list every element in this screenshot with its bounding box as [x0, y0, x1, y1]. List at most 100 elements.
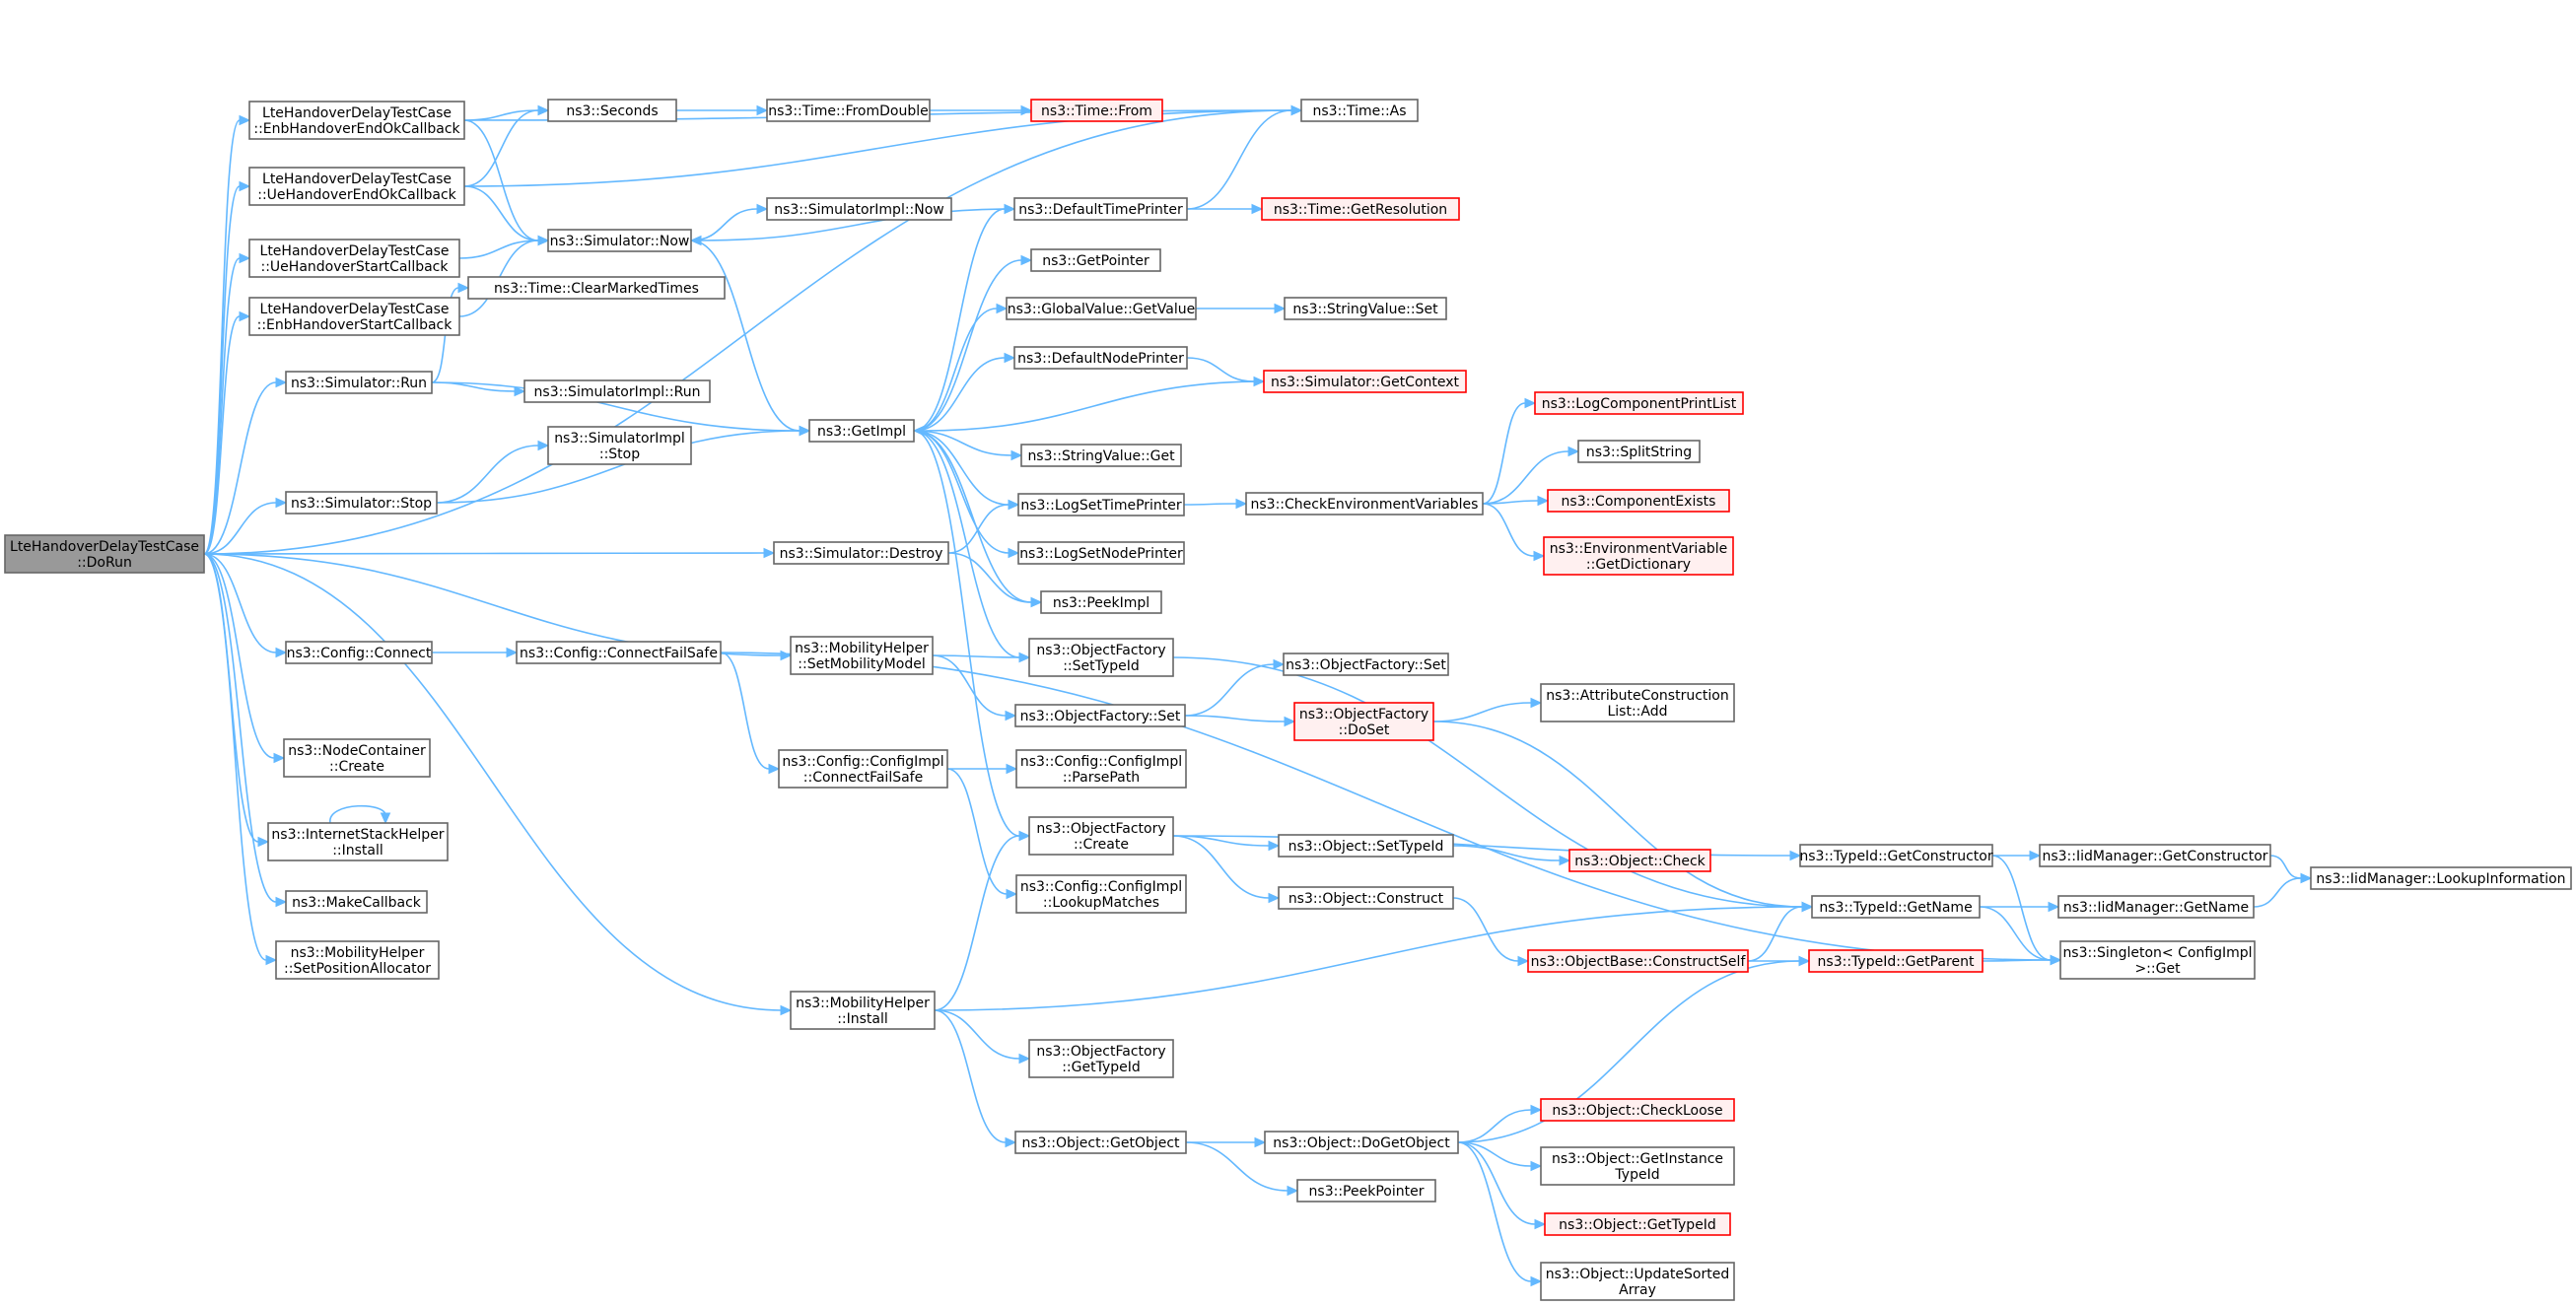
node-logCompPL[interactable]: ns3::LogComponentPrintList: [1534, 391, 1744, 415]
edge-cfgImplConnFS-to-lookupMatches: [946, 768, 1018, 900]
node-peekImpl[interactable]: ns3::PeekImpl: [1040, 590, 1162, 614]
node-splitString[interactable]: ns3::SplitString: [1577, 440, 1701, 463]
node-clearMarked[interactable]: ns3::Time::ClearMarkedTimes: [467, 276, 726, 300]
node-ishInstall[interactable]: ns3::InternetStackHelper::Install: [267, 822, 449, 861]
node-iidGetName[interactable]: ns3::IidManager::GetName: [2057, 895, 2255, 919]
node-mhSetPos[interactable]: ns3::MobilityHelper::SetPositionAllocato…: [275, 940, 440, 980]
node-objGetTypeId[interactable]: ns3::Object::GetTypeId: [1544, 1212, 1731, 1236]
node-svSet[interactable]: ns3::StringValue::Set: [1284, 297, 1447, 320]
node-cfgImplConnFS[interactable]: ns3::Config::ConfigImpl::ConnectFailSafe: [778, 749, 948, 789]
node-parsePath[interactable]: ns3::Config::ConfigImpl::ParsePath: [1015, 749, 1187, 789]
node-label: LteHandoverDelayTestCase: [260, 302, 450, 317]
node-dorun[interactable]: LteHandoverDelayTestCase::DoRun: [4, 534, 205, 574]
node-simImplRun[interactable]: ns3::SimulatorImpl::Run: [523, 379, 711, 403]
node-label: ns3::PeekPointer: [1309, 1184, 1425, 1200]
node-getImpl[interactable]: ns3::GetImpl: [808, 419, 915, 443]
edge-dorun-to-ishInstall: [203, 553, 270, 848]
node-envVarGetDict[interactable]: ns3::EnvironmentVariable::GetDictionary: [1543, 536, 1734, 576]
edge-ofSet-to-ofDoSet: [1184, 715, 1296, 727]
edge-line: [436, 445, 539, 504]
node-label: ns3::Simulator::Destroy: [780, 546, 943, 562]
node-iidLookupInfo[interactable]: ns3::IidManager::LookupInformation: [2310, 866, 2572, 890]
node-objGetObject[interactable]: ns3::Object::GetObject: [1014, 1131, 1187, 1154]
node-objCheckLoose[interactable]: ns3::Object::CheckLoose: [1540, 1098, 1735, 1122]
arrowhead: [756, 203, 769, 215]
node-ofGetTypeId[interactable]: ns3::ObjectFactory::GetTypeId: [1028, 1039, 1174, 1078]
node-ofCreate[interactable]: ns3::ObjectFactory::Create: [1028, 816, 1174, 856]
edge-line: [1982, 959, 2052, 962]
edge-line: [913, 430, 1010, 554]
edge-line: [1457, 1141, 1532, 1167]
node-mhSetMob[interactable]: ns3::MobilityHelper::SetMobilityModel: [790, 636, 934, 675]
node-objConstruct[interactable]: ns3::Object::Construct: [1278, 886, 1454, 910]
node-cfgConnFS[interactable]: ns3::Config::ConnectFailSafe: [516, 641, 722, 664]
node-ueStart[interactable]: LteHandoverDelayTestCase::UeHandoverStar…: [248, 239, 460, 278]
node-label: LteHandoverDelayTestCase: [10, 539, 199, 555]
edge-mhSetMob-to-ofSet: [932, 654, 1017, 722]
node-lookupMatches[interactable]: ns3::Config::ConfigImpl::LookupMatches: [1015, 874, 1187, 914]
node-label: LteHandoverDelayTestCase: [260, 243, 450, 259]
node-tidGetName[interactable]: ns3::TypeId::GetName: [1811, 895, 1981, 919]
node-enbStart[interactable]: LteHandoverDelayTestCase::EnbHandoverSta…: [248, 297, 460, 336]
node-defNodePr[interactable]: ns3::DefaultNodePrinter: [1013, 346, 1188, 370]
node-simImplStop[interactable]: ns3::SimulatorImpl::Stop: [547, 426, 692, 465]
node-singletonGet[interactable]: ns3::Singleton< ConfigImpl >::Get: [2059, 940, 2256, 980]
node-cfgConnect[interactable]: ns3::Config::Connect: [285, 641, 433, 664]
node-box: [1014, 1131, 1187, 1154]
node-checkEnv[interactable]: ns3::CheckEnvironmentVariables: [1245, 492, 1484, 516]
node-ofSet2[interactable]: ns3::ObjectFactory::Set: [1283, 653, 1449, 676]
node-peekPointer[interactable]: ns3::PeekPointer: [1296, 1179, 1436, 1203]
node-seconds[interactable]: ns3::Seconds: [547, 99, 677, 122]
node-tidGetCtor[interactable]: ns3::TypeId::GetConstructor: [1799, 844, 1993, 867]
node-objSetTypeId[interactable]: ns3::Object::SetTypeId: [1278, 834, 1454, 858]
edge-line: [1457, 1109, 1532, 1143]
node-makeCb[interactable]: ns3::MakeCallback: [285, 890, 428, 914]
node-ofDoSet[interactable]: ns3::ObjectFactory::DoSet: [1293, 702, 1434, 741]
node-enbEndOk[interactable]: LteHandoverDelayTestCase::EnbHandoverEnd…: [248, 101, 465, 140]
node-logSetTime[interactable]: ns3::LogSetTimePrinter: [1017, 493, 1185, 516]
node-objBaseCS[interactable]: ns3::ObjectBase::ConstructSelf: [1527, 949, 1749, 973]
arrowhead: [1284, 716, 1296, 727]
node-simGetCtx[interactable]: ns3::Simulator::GetContext: [1263, 370, 1467, 393]
node-defTimePr[interactable]: ns3::DefaultTimePrinter: [1013, 197, 1188, 221]
node-simDestroy[interactable]: ns3::Simulator::Destroy: [773, 541, 949, 565]
node-label: ::SetMobilityModel: [798, 656, 925, 672]
node-objCheck[interactable]: ns3::Object::Check: [1568, 849, 1711, 872]
edge-line: [463, 109, 539, 187]
node-timeFrom[interactable]: ns3::Time::From: [1030, 99, 1163, 122]
node-fromDouble[interactable]: ns3::Time::FromDouble: [766, 99, 931, 122]
node-box: [1006, 297, 1197, 320]
node-label: ns3::SimulatorImpl: [554, 431, 685, 447]
edge-line: [203, 381, 277, 555]
edge-defTimePr-to-getRes: [1187, 203, 1264, 215]
node-getRes[interactable]: ns3::Time::GetResolution: [1261, 197, 1460, 221]
edge-defTimePr-to-timeAs: [1186, 104, 1303, 210]
node-compExists[interactable]: ns3::ComponentExists: [1547, 489, 1730, 513]
node-gvGetValue[interactable]: ns3::GlobalValue::GetValue: [1006, 297, 1197, 320]
node-simRun[interactable]: ns3::Simulator::Run: [285, 371, 433, 394]
edge-line: [1991, 855, 2052, 961]
node-iidGetCtor[interactable]: ns3::IidManager::GetConstructor: [2039, 844, 2271, 867]
node-simStop[interactable]: ns3::Simulator::Stop: [285, 491, 438, 515]
arrowhead: [380, 812, 391, 825]
node-label: ::Create: [1074, 837, 1129, 853]
node-logSetNode[interactable]: ns3::LogSetNodePrinter: [1017, 541, 1185, 565]
node-simNow[interactable]: ns3::Simulator::Now: [547, 229, 692, 252]
node-objDoGetObject[interactable]: ns3::Object::DoGetObject: [1264, 1131, 1459, 1154]
node-label: ::GetTypeId: [1062, 1060, 1141, 1075]
node-ncCreate[interactable]: ns3::NodeContainer::Create: [283, 738, 431, 778]
node-svGet[interactable]: ns3::StringValue::Get: [1020, 444, 1182, 467]
edge-mhInstall-to-ofGetTypeId: [934, 1009, 1031, 1065]
node-tidGetParent[interactable]: ns3::TypeId::GetParent: [1808, 949, 1984, 973]
node-ofSet[interactable]: ns3::ObjectFactory::Set: [1014, 704, 1186, 727]
node-mhInstall[interactable]: ns3::MobilityHelper::Install: [790, 991, 936, 1030]
node-box: [1264, 1131, 1459, 1154]
node-ofSetTypeId[interactable]: ns3::ObjectFactory::SetTypeId: [1028, 638, 1174, 677]
node-ueEndOk[interactable]: LteHandoverDelayTestCase::UeHandoverEndO…: [248, 167, 465, 206]
node-simImplNow[interactable]: ns3::SimulatorImpl::Now: [766, 197, 952, 221]
node-timeAs[interactable]: ns3::Time::As: [1300, 99, 1419, 122]
node-getPointer[interactable]: ns3::GetPointer: [1030, 248, 1161, 272]
